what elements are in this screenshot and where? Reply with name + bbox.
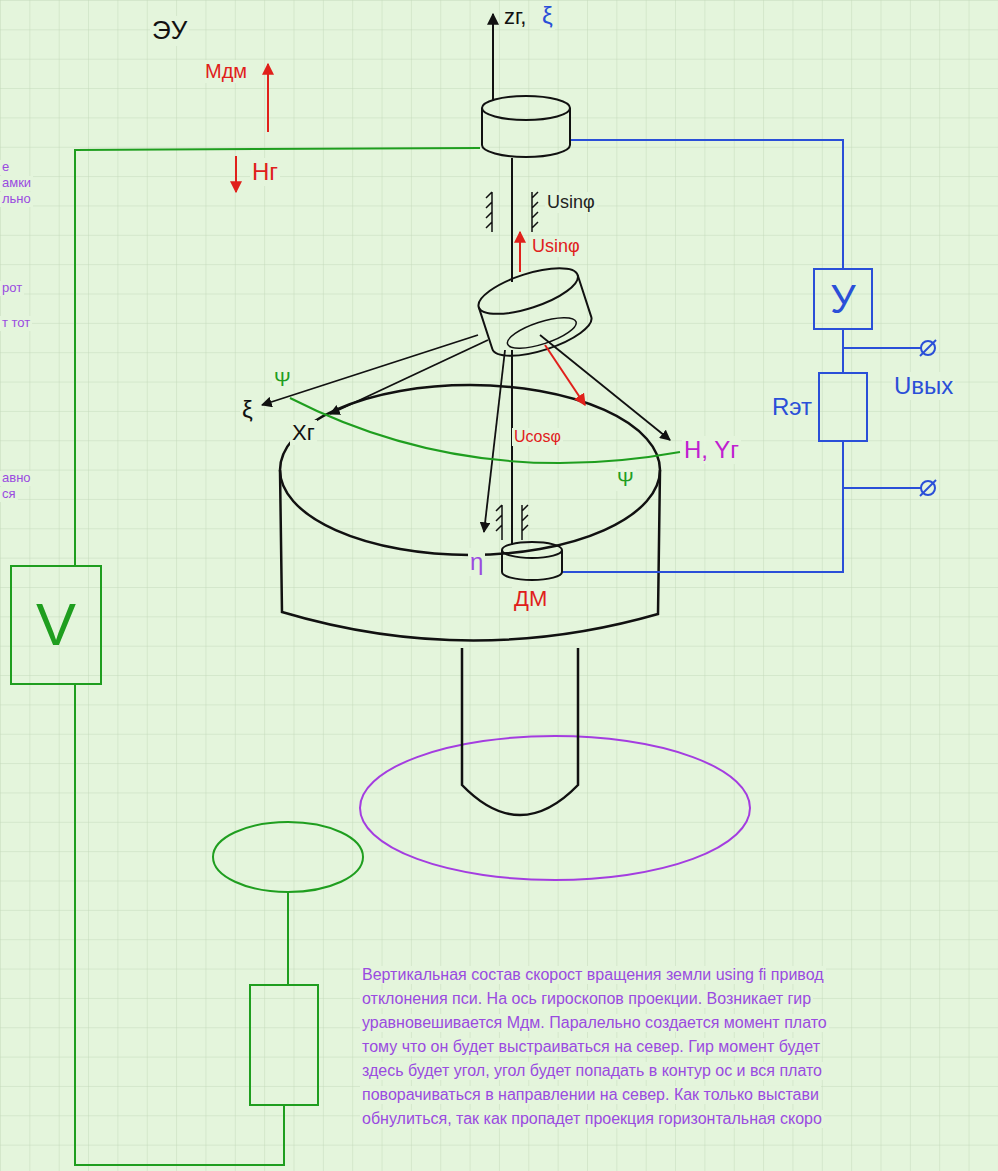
note-line: здесь будет угол, угол будет попадать в … [360, 1062, 824, 1080]
output-terminal [921, 481, 935, 495]
device-label: ЭУ [150, 16, 189, 46]
motor-label: ДМ [512, 586, 549, 611]
psi-arc [290, 398, 680, 463]
resistor-box: Rэт [818, 372, 868, 442]
component-label: Rэт [772, 394, 812, 420]
note-line: Вертикальная состав скорост вращения зем… [360, 966, 826, 984]
momentum-label: Hг [250, 158, 280, 186]
axis-label: zг, [502, 4, 528, 29]
shaft [511, 350, 513, 545]
axis-label: η [468, 548, 485, 576]
note-line: тому что он будет выстраиваться на север… [360, 1038, 822, 1056]
bearing-hatch [532, 192, 538, 232]
green-wire [287, 892, 289, 985]
moment-arrow [267, 64, 269, 132]
eta-axis-arrow [484, 350, 505, 532]
motor-box [250, 985, 318, 1105]
rate-label: Usinφ [545, 192, 597, 213]
sensor-cylinder [482, 96, 570, 120]
y-axis-arrow [540, 335, 670, 440]
bearing-hatch [486, 192, 492, 232]
amplifier-box: У [813, 268, 873, 330]
x-axis-arrow [330, 340, 488, 414]
moment-label: Mдм [203, 60, 249, 83]
shaft [511, 158, 513, 282]
angle-label: Ψ [615, 468, 636, 491]
sensor-cylinder [482, 108, 570, 157]
blue-wire [843, 347, 921, 349]
note-line: уравновешивается Мдм. Паралельно создает… [360, 1014, 829, 1032]
bearing-hatch [522, 505, 528, 540]
axis-label: Xг [290, 420, 317, 445]
platform-stem [462, 648, 578, 815]
gyro-bottom [504, 311, 579, 354]
voltage-source-box: V [10, 565, 102, 685]
signal-wire [842, 330, 844, 372]
box-label: У [830, 277, 855, 321]
box-label: V [36, 592, 76, 658]
blue-wire [843, 487, 921, 489]
torque-motor [502, 542, 562, 558]
blue-wire [570, 140, 843, 268]
note-fragment: рот [0, 281, 24, 296]
note-fragment: е [0, 160, 11, 175]
output-label: Uвых [892, 372, 955, 400]
note-line: отклонения пси. На ось гироскопов проекц… [360, 990, 813, 1008]
z-axis-arrow [492, 14, 494, 100]
axis-label: H, Yг [682, 436, 741, 464]
green-wire [75, 685, 284, 1165]
note-fragment: ся [0, 487, 18, 502]
green-wire [75, 148, 480, 565]
output-terminal [921, 341, 935, 355]
gyro-top [473, 259, 582, 323]
note-fragment: т тот [0, 316, 32, 331]
note-line: обнулиться, так как пропадет проекция го… [360, 1110, 824, 1128]
terminal-slash [920, 340, 936, 356]
angle-label: Ψ [272, 368, 293, 391]
momentum-arrow [235, 156, 237, 192]
gyro-body [479, 275, 597, 365]
vertical-rate-arrow [519, 232, 521, 272]
rate-label: Ucosφ [512, 428, 563, 446]
axis-label: ξ [540, 2, 555, 30]
bearing-hatch [496, 505, 502, 540]
note-fragment: льно [0, 192, 33, 207]
large-gear [360, 736, 750, 880]
rate-label: Usinφ [530, 236, 582, 257]
note-fragment: амки [0, 176, 33, 191]
torque-motor [502, 550, 562, 580]
axis-label: ξ [240, 396, 255, 424]
note-fragment: авно [0, 471, 33, 486]
horizontal-rate-arrow [545, 345, 585, 405]
gyroscope [473, 259, 596, 365]
small-gear [213, 822, 363, 892]
note-line: поворачиваться в направлении на север. К… [360, 1086, 821, 1104]
terminal-slash [920, 480, 936, 496]
